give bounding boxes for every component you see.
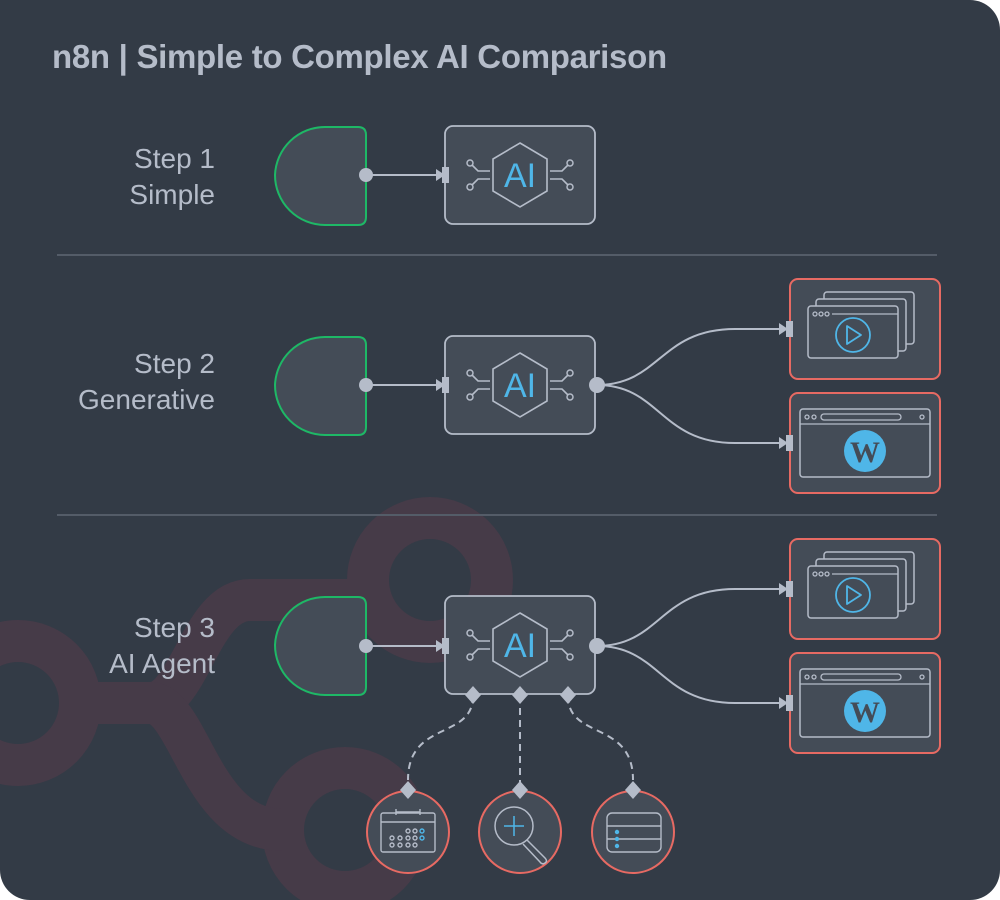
connection-curve-video [596, 588, 782, 647]
calendar-tool-node[interactable] [366, 790, 450, 874]
trigger-node[interactable] [273, 335, 367, 436]
ai-label: AI [504, 627, 536, 665]
connection-curve-video [596, 328, 782, 386]
connection-diamonds [400, 686, 641, 799]
tool-connection-database [567, 695, 634, 781]
video-play-icon [807, 291, 915, 359]
step-number: Step 1 [134, 143, 215, 174]
arrow-head [779, 323, 788, 335]
diamond-handle[interactable] [400, 781, 416, 799]
connection-curve-wordpress [596, 645, 782, 704]
connection-curve-wordpress [596, 384, 782, 444]
arrow-head [436, 379, 445, 391]
input-handle[interactable] [786, 435, 793, 451]
search-tool-node[interactable] [478, 790, 562, 874]
diamond-handle[interactable] [625, 781, 641, 799]
input-handle[interactable] [786, 581, 793, 597]
ai-label: AI [504, 157, 536, 195]
input-handle[interactable] [442, 638, 449, 654]
tool-connection-calendar [407, 695, 474, 781]
calendar-icon [380, 809, 436, 853]
step-3-workflow: AI [273, 538, 941, 874]
output-handle[interactable] [589, 638, 605, 654]
arrow-head [779, 583, 788, 595]
step-number: Step 2 [134, 348, 215, 379]
ai-label: AI [504, 367, 536, 405]
step-2-label: Step 2 Generative [78, 346, 215, 418]
wordpress-icon [799, 408, 931, 478]
output-handle[interactable] [359, 639, 373, 653]
step-name: Generative [78, 384, 215, 415]
input-handle[interactable] [442, 377, 449, 393]
ai-hexagon-icon: AI [466, 352, 574, 418]
diamond-handle[interactable] [512, 781, 528, 799]
arrow-head [436, 640, 445, 652]
page-title: n8n | Simple to Complex AI Comparison [52, 38, 667, 75]
arrow-head [779, 437, 788, 449]
step-name: AI Agent [109, 648, 215, 679]
step-2-workflow: AI [273, 278, 941, 494]
output-handle[interactable] [589, 377, 605, 393]
diamond-handle[interactable] [465, 686, 481, 704]
step-3-label: Step 3 AI Agent [109, 610, 215, 682]
input-handle[interactable] [442, 167, 449, 183]
output-handle[interactable] [359, 168, 373, 182]
input-handle[interactable] [786, 321, 793, 337]
wordpress-icon [799, 668, 931, 738]
output-handle[interactable] [359, 378, 373, 392]
arrow-head [779, 697, 788, 709]
arrow-head [436, 169, 445, 181]
database-icon [606, 812, 662, 853]
trigger-node[interactable] [273, 125, 367, 226]
trigger-node[interactable] [273, 595, 367, 696]
n8n-logo-watermark [0, 497, 513, 900]
video-play-icon [807, 551, 915, 619]
step-1-label: Step 1 Simple [129, 141, 215, 213]
step-name: Simple [129, 179, 215, 210]
input-handle[interactable] [786, 695, 793, 711]
search-plus-icon [494, 806, 548, 865]
step-1-workflow: AI [273, 125, 596, 226]
ai-hexagon-icon: AI [466, 612, 574, 678]
diamond-handle[interactable] [512, 686, 528, 704]
step-number: Step 3 [134, 612, 215, 643]
diamond-handle[interactable] [560, 686, 576, 704]
ai-hexagon-icon: AI [466, 142, 574, 208]
